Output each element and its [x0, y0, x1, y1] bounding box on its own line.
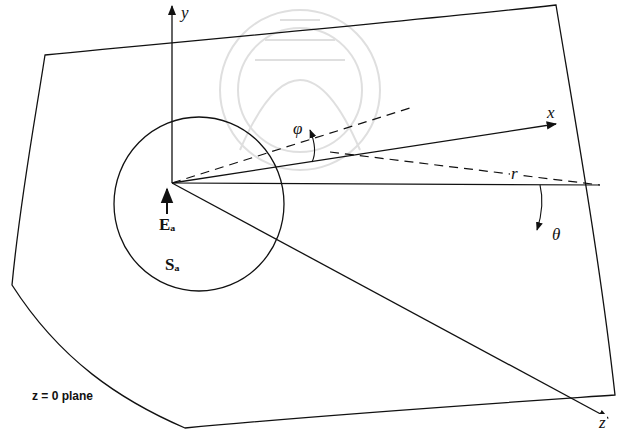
- watermark-emblem: [220, 10, 380, 170]
- aperture-ellipse-outline: [113, 116, 285, 292]
- aperture-ellipse: EₐSₐ: [113, 116, 285, 292]
- axis-label: y: [180, 4, 190, 21]
- field-arrow: [166, 189, 168, 214]
- theta-arc: [537, 185, 542, 230]
- phi-arc: [310, 130, 315, 162]
- x-axis: [172, 124, 556, 183]
- aperture-label: Sₐ: [165, 256, 179, 273]
- phi-dashed-line: [172, 108, 410, 183]
- y-axis: [171, 6, 172, 183]
- angle-label: φ: [292, 120, 303, 137]
- distance-label: r: [510, 165, 519, 182]
- r-line: [172, 183, 600, 185]
- z-axis: [172, 183, 608, 418]
- angle-label: θ: [551, 226, 561, 243]
- field-label: Eₐ: [159, 216, 175, 233]
- projection-dashed-line: [330, 152, 600, 185]
- axis-label: x: [546, 104, 556, 121]
- axis-label: z: [598, 414, 607, 431]
- plane-label: z = 0 plane: [32, 390, 93, 402]
